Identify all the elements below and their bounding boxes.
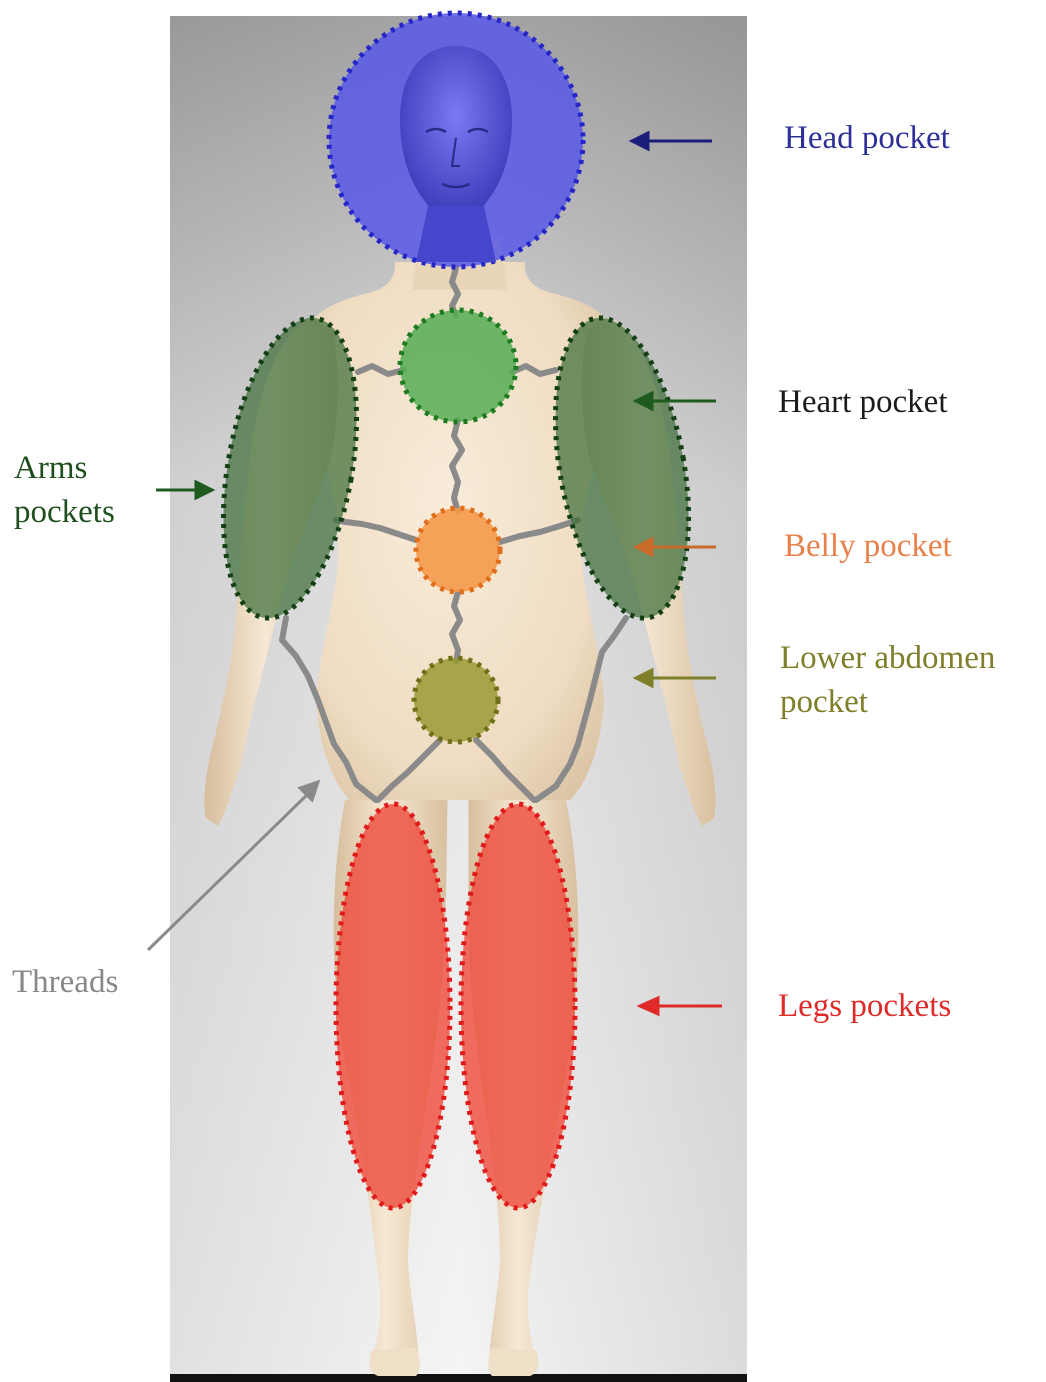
lower-abdomen-pocket [414,658,498,742]
head-pocket-label: Head pocket [784,116,950,160]
lower-abdomen-pocket-label-line2: pocket [780,680,868,724]
heart-pocket [400,310,516,422]
belly-pocket-label: Belly pocket [784,524,952,568]
right-leg-pocket [461,804,575,1208]
legs-pockets-label: Legs pockets [778,984,951,1028]
head-pocket [329,13,583,267]
left-leg-pocket [336,804,450,1208]
belly-pocket [416,508,500,592]
arms-pockets-label-line2: pockets [14,490,115,534]
left-foot [370,1348,420,1376]
heart-pocket-label: Heart pocket [778,380,948,424]
arms-pockets-label-line1: Arms [14,446,87,490]
floor-line [170,1374,747,1382]
lower-abdomen-pocket-label-line1: Lower abdomen [780,636,995,680]
threads-label: Threads [12,960,118,1004]
right-foot [488,1348,538,1376]
head-neck-shade [416,206,496,262]
